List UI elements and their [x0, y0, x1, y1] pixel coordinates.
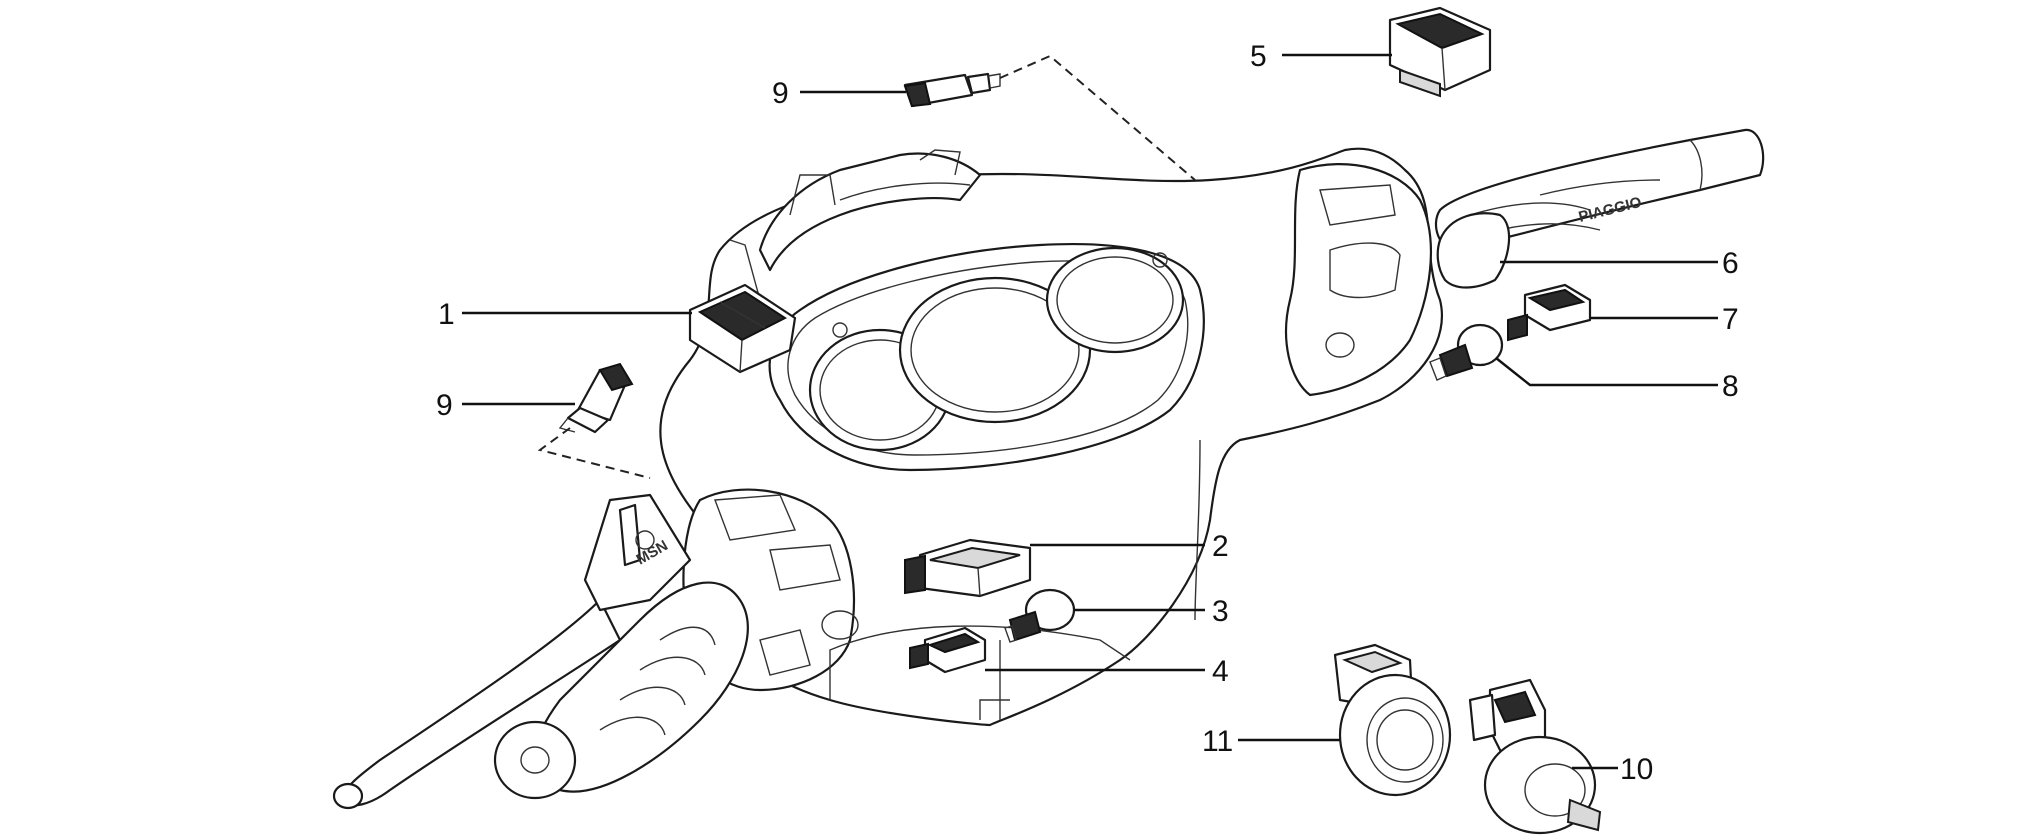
callout-1: 1	[438, 298, 455, 331]
callout-7: 7	[1722, 303, 1739, 336]
instrument-cluster-recess	[768, 242, 1205, 472]
callout-6: 6	[1722, 247, 1739, 280]
callout-labels: 1 2 3 4 5 6 7 8 9 9 10 11	[436, 40, 1739, 786]
part-6-cover	[1436, 212, 1511, 289]
part-2-switch	[904, 538, 1032, 598]
callout-9-top: 9	[772, 77, 789, 110]
callout-11: 11	[1202, 725, 1233, 758]
leader-lines	[462, 53, 1718, 770]
assembly-line-left	[537, 427, 651, 479]
assembly-line-top	[999, 54, 1196, 181]
part-10-ignition-switch	[1468, 678, 1602, 835]
callout-3: 3	[1212, 595, 1229, 628]
part-8-round-button	[1429, 323, 1504, 381]
part-7-switch-connector	[1507, 283, 1592, 342]
callout-10: 10	[1620, 753, 1653, 786]
part-11-ignition-bezel	[1333, 643, 1452, 797]
callout-9-left: 9	[436, 389, 453, 422]
part-4-small-switch	[909, 626, 987, 674]
part-1-rocker-switch	[688, 283, 797, 374]
left-grip-and-lever: MSN	[332, 493, 749, 810]
callout-2: 2	[1212, 530, 1229, 563]
assembly-lines	[537, 54, 1196, 479]
callout-4: 4	[1212, 655, 1229, 688]
part-9-bulb-holder-left	[558, 362, 634, 434]
part-5-rocker-switch	[1388, 6, 1492, 98]
leader-8	[1495, 357, 1718, 387]
part-9-bulb-holder-top	[903, 72, 1001, 108]
callout-5: 5	[1250, 40, 1267, 73]
callout-8: 8	[1722, 370, 1739, 403]
